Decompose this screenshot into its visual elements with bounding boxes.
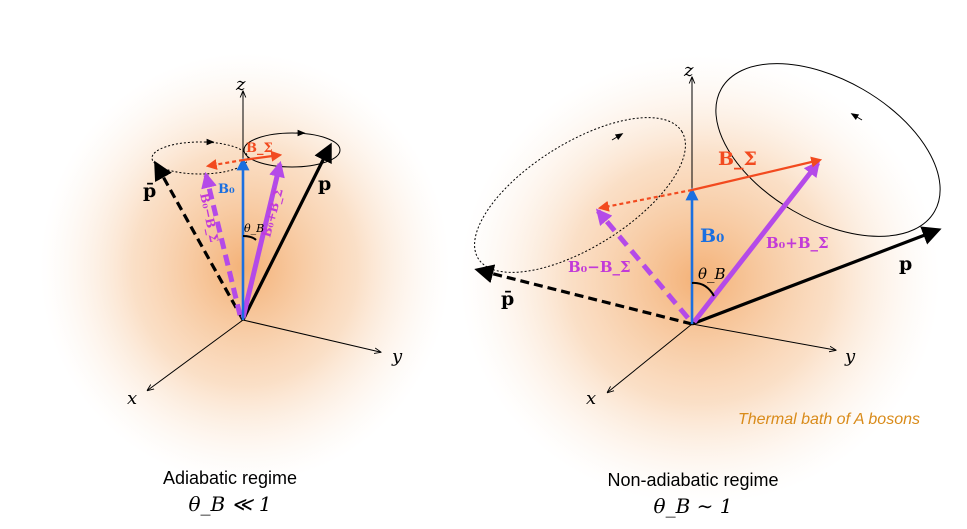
b0-label-right: B₀ [700, 225, 724, 247]
pbar-label-left: p̄ [143, 180, 156, 202]
pbar-vector-left [154, 160, 245, 321]
pbar-vector-right [474, 264, 693, 326]
b0-minus-bsigma-vector-right [595, 208, 690, 320]
y-axis-left [242, 319, 380, 352]
p-label-right: p [899, 253, 912, 275]
minus-bsigma-vector-left [205, 158, 244, 170]
caption-left: Adiabatic regime [163, 468, 297, 488]
theta-arc-right [691, 281, 715, 297]
thermal-bath-left [40, 53, 450, 483]
z-axis-label-right: z [683, 60, 694, 81]
b0-minus-label-right: B₀−B_Σ [568, 258, 631, 276]
p-circle-arrow-right [850, 113, 863, 121]
b0-minus-bsigma-vector-left [201, 171, 243, 316]
condition-left: θ_B ≪ 1 [188, 492, 271, 516]
theta-label-left: θ_B [244, 222, 264, 235]
pbar-label-right: p̄ [501, 288, 514, 310]
y-axis-right [691, 323, 835, 350]
bsigma-label-right: B_Σ [718, 148, 757, 170]
x-axis-label-right: x [586, 388, 596, 409]
x-axis-label-left: x [127, 388, 137, 409]
thermal-bath-label: Thermal bath of A bosons [738, 411, 920, 428]
theta-label-right: θ_B [698, 265, 726, 283]
right-panel: z y x B_Σ B₀ θ_B B₀+B_Σ B₀−B_Σ p p̄ Ther… [460, 55, 942, 518]
b0-label-left: B₀ [218, 182, 235, 197]
caption-right: Non-adiabatic regime [607, 470, 778, 490]
z-axis-label-left: z [235, 74, 246, 95]
b0-plus-bsigma-vector-left [240, 160, 285, 319]
theta-arc-left [242, 235, 257, 241]
condition-right: θ_B ∼ 1 [654, 494, 733, 518]
p-vector-left [241, 142, 332, 321]
bsigma-label-left: B_Σ [246, 141, 273, 156]
pbar-circle-arrow-right [611, 133, 624, 141]
p-precession-circle-right [715, 63, 941, 237]
pbar-precession-circle-right [474, 117, 686, 273]
p-vector-right [691, 226, 942, 326]
bsigma-vector-left [242, 150, 283, 162]
x-axis-left [148, 319, 244, 390]
p-precession-circle-left [243, 132, 341, 168]
p-label-left: p [318, 173, 331, 195]
minus-bsigma-vector-right [597, 188, 693, 212]
bsigma-vector-right [691, 156, 823, 192]
b0-plus-label-right: B₀+B_Σ [766, 234, 829, 252]
y-axis-label-right: y [844, 346, 856, 367]
y-axis-label-left: y [391, 346, 403, 367]
left-panel: z y x B_Σ B₀ θ_B B₀+B_Σ B₀−B_Σ p p̄ Adia… [40, 53, 450, 516]
x-axis-right [608, 323, 693, 392]
thermal-bath-right [460, 55, 940, 505]
